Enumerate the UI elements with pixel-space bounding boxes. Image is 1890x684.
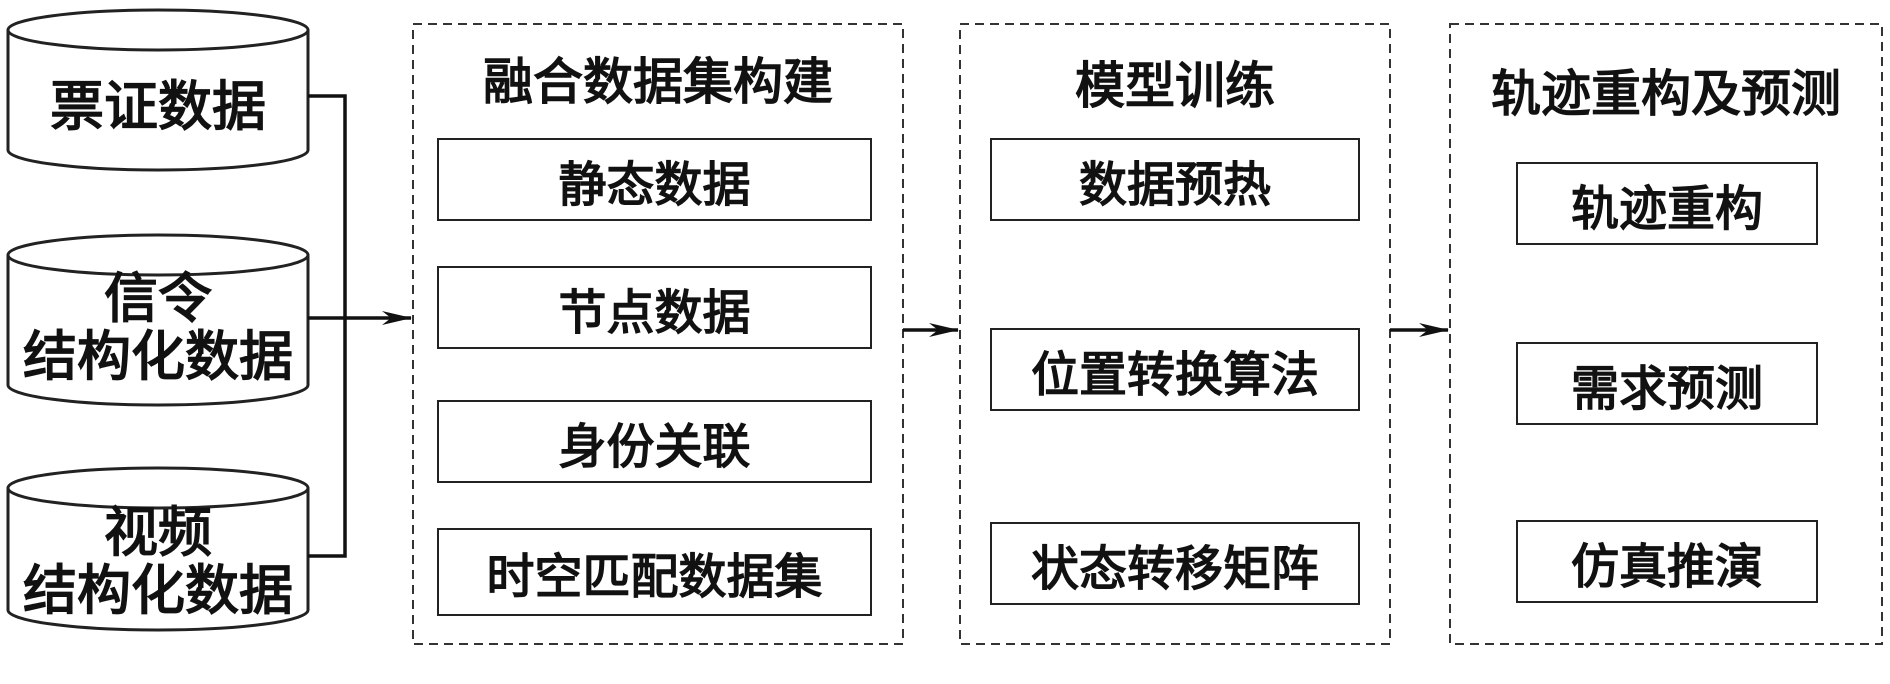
fusion-item-spatiotemporal-dataset: 时空匹配数据集 bbox=[437, 528, 872, 616]
box-label: 仿真推演 bbox=[1570, 538, 1763, 595]
training-item-state-transition-matrix: 状态转移矩阵 bbox=[990, 522, 1360, 605]
source-label-line: 结构化数据 bbox=[23, 558, 293, 622]
source-label-signaling: 信令 结构化数据 bbox=[8, 262, 308, 392]
database-cylinder-video bbox=[6, 466, 310, 632]
database-cylinder-tickets bbox=[6, 8, 310, 172]
fusion-item-identity-link: 身份关联 bbox=[437, 400, 872, 483]
group-frame-fusion bbox=[412, 23, 904, 645]
fusion-item-node-data: 节点数据 bbox=[437, 266, 872, 349]
source-label-line: 结构化数据 bbox=[23, 324, 293, 388]
group-title-fusion: 融合数据集构建 bbox=[483, 52, 833, 111]
box-label: 数据预热 bbox=[1078, 156, 1271, 213]
group-frame-training bbox=[959, 23, 1391, 645]
box-label: 静态数据 bbox=[558, 156, 751, 213]
box-label: 身份关联 bbox=[558, 418, 751, 475]
box-label: 时空匹配数据集 bbox=[486, 549, 823, 605]
source-label-video: 视频 结构化数据 bbox=[8, 496, 308, 626]
group-frame-prediction bbox=[1449, 23, 1883, 645]
box-label: 轨迹重构 bbox=[1570, 180, 1763, 237]
source-label-tickets: 票证数据 bbox=[8, 56, 308, 156]
box-label: 状态转移矩阵 bbox=[1030, 540, 1319, 597]
prediction-item-trajectory-reconstruction: 轨迹重构 bbox=[1516, 162, 1818, 245]
box-label: 位置转换算法 bbox=[1030, 346, 1319, 403]
fusion-item-static-data: 静态数据 bbox=[437, 138, 872, 221]
training-item-position-conversion: 位置转换算法 bbox=[990, 328, 1360, 411]
group-title-prediction: 轨迹重构及预测 bbox=[1491, 64, 1841, 123]
group-title-training: 模型训练 bbox=[1075, 56, 1275, 115]
source-label-line: 信令 bbox=[104, 266, 212, 330]
source-label-line: 视频 bbox=[104, 500, 212, 564]
prediction-item-simulation: 仿真推演 bbox=[1516, 520, 1818, 603]
source-label-line: 票证数据 bbox=[50, 74, 266, 138]
source-merge-bracket bbox=[308, 94, 347, 558]
database-cylinder-signaling bbox=[6, 233, 310, 407]
box-label: 需求预测 bbox=[1570, 360, 1763, 417]
prediction-item-demand-forecast: 需求预测 bbox=[1516, 342, 1818, 425]
box-label: 节点数据 bbox=[558, 284, 751, 341]
training-item-data-warmup: 数据预热 bbox=[990, 138, 1360, 221]
